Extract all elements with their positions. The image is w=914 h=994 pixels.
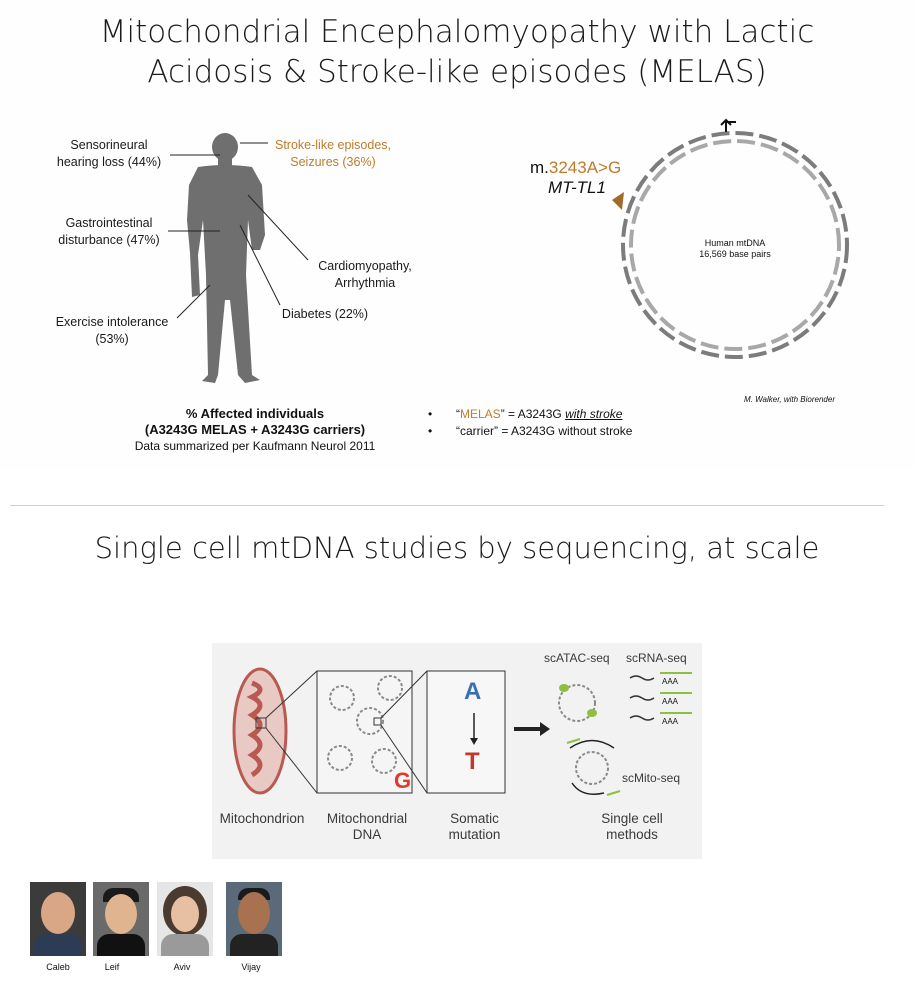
name-vijay: Vijay xyxy=(241,962,261,972)
bullet-melas: “MELAS” = A3243G with stroke xyxy=(428,406,632,423)
mtdna-circle-diagram xyxy=(612,118,849,359)
mtdna-center-label: Human mtDNA 16,569 base pairs xyxy=(699,238,771,259)
affected-heading: % Affected individuals xyxy=(185,406,325,421)
polya-3: AAA xyxy=(662,717,679,726)
image-credit: M. Walker, with Biorender xyxy=(744,395,835,404)
base-t: T xyxy=(465,748,480,775)
scatac-label: scATAC-seq xyxy=(544,651,610,665)
origin-arrow-icon xyxy=(725,121,736,132)
label-cardiomyopathy: Cardiomyopathy, Arrhythmia xyxy=(318,259,412,290)
name-leif: Leif xyxy=(104,962,120,972)
label-hearing-loss: Sensorineural hearing loss (44%) xyxy=(56,138,162,169)
label-single-cell-methods: Single cell methods xyxy=(601,811,663,842)
affected-caption: % Affected individuals (A3243G MELAS + A… xyxy=(95,406,415,454)
mutation-name: m.3243A>G xyxy=(530,158,622,177)
slide-divider xyxy=(10,505,884,506)
label-somatic-mutation: Somatic mutation xyxy=(448,811,501,842)
mutation-site-marker xyxy=(612,192,624,210)
base-g: G xyxy=(394,768,412,793)
avatar-caleb xyxy=(30,882,86,956)
human-silhouette xyxy=(168,133,309,383)
affected-subheading: (A3243G MELAS + A3243G carriers) xyxy=(144,422,366,437)
slide-title-melas: Mitochondrial Encephalomyopathy with Lac… xyxy=(99,14,815,90)
name-caleb: Caleb xyxy=(46,962,70,972)
definition-bullets: “MELAS” = A3243G with stroke “carrier” =… xyxy=(428,406,632,440)
scrna-label: scRNA-seq xyxy=(626,651,687,665)
workflow-graphic xyxy=(232,667,692,796)
slide-title-single-cell: Single cell mtDNA studies by sequencing,… xyxy=(94,531,820,565)
avatar-aviv xyxy=(157,882,213,956)
polya-2: AAA xyxy=(662,697,679,706)
name-aviv: Aviv xyxy=(173,962,191,972)
single-cell-workflow-figure: A T G scATAC-seq scRNA-seq AAA AAA AAA s… xyxy=(212,643,702,859)
polya-1: AAA xyxy=(662,677,679,686)
avatar-vijay xyxy=(226,882,282,956)
label-mitochondrion: Mitochondrion xyxy=(219,811,305,826)
gene-name: MT-TL1 xyxy=(548,178,606,197)
scmito-label: scMito-seq xyxy=(622,771,681,785)
melas-slide: Mitochondrial Encephalomyopathy with Lac… xyxy=(0,0,914,470)
label-exercise-intolerance: Exercise intolerance (53%) xyxy=(55,315,169,346)
avatar-leif xyxy=(93,882,149,956)
arrow-right-icon xyxy=(514,722,550,736)
label-gastrointestinal: Gastrointestinal disturbance (47%) xyxy=(58,216,160,247)
affected-source: Data summarized per Kaufmann Neurol 2011 xyxy=(134,439,376,453)
label-stroke-seizures: Stroke-like episodes, Seizures (36%) xyxy=(274,138,392,169)
label-mitochondrial-dna: Mitochondrial DNA xyxy=(326,811,408,842)
base-a: A xyxy=(464,678,482,705)
label-diabetes: Diabetes (22%) xyxy=(281,307,369,321)
bullet-carrier: “carrier” = A3243G without stroke xyxy=(428,423,632,440)
